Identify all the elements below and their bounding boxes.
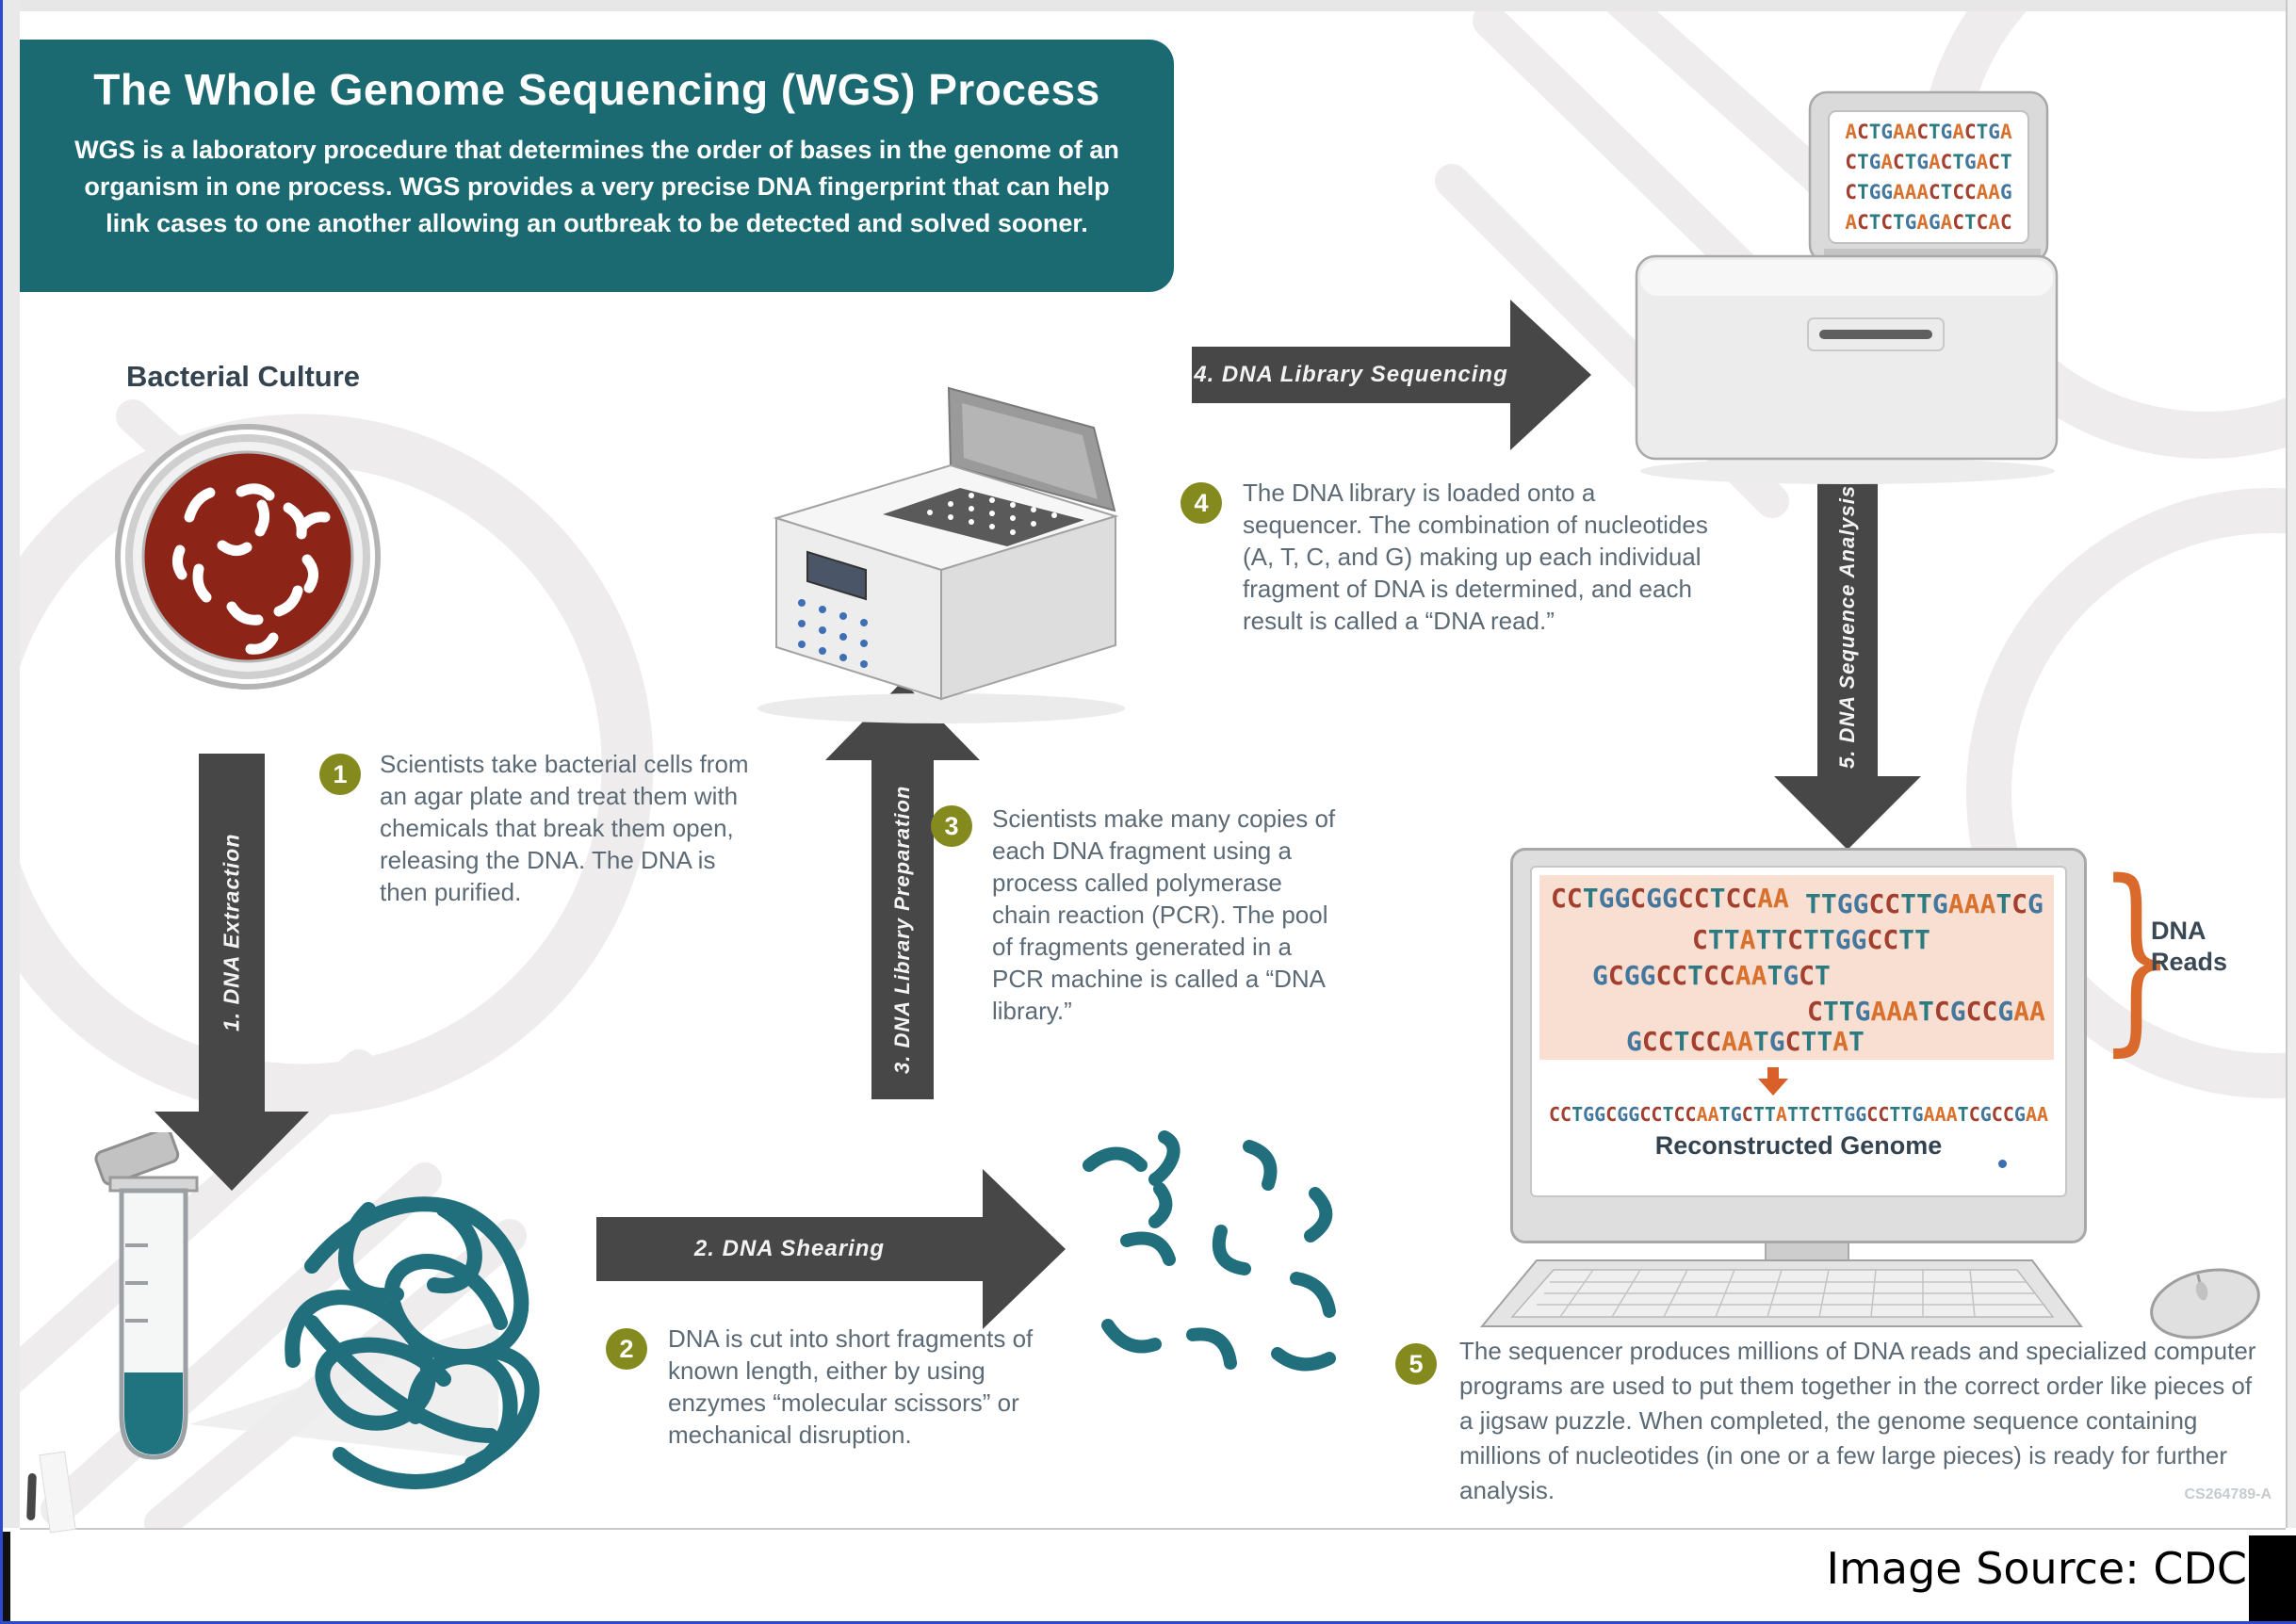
dna-reads-label: DNA Reads	[2151, 917, 2228, 976]
dna-read: CTTGAAATCGCCGAA	[1807, 996, 2045, 1027]
dna-read: GCCTCCAATGCTTAT	[1626, 1026, 1864, 1057]
monitor: CCTGGCGGCCTCCAA TTGGCCTTGAAATCG CTTATTCT…	[1510, 848, 2087, 1243]
arrow-5-label: 5. DNA Sequence Analysis	[1835, 484, 1859, 769]
step-1-text: Scientists take bacterial cells from an …	[380, 750, 749, 906]
dna-tangle-icon	[285, 1196, 540, 1489]
step-5-badge: 5	[1395, 1343, 1437, 1385]
keyboard-icon	[1479, 1259, 2083, 1327]
dna-reads-box: CCTGGCGGCCTCCAA TTGGCCTTGAAATCG CTTATTCT…	[1539, 875, 2054, 1060]
dna-read: CCTGGCGGCCTCCAA	[1551, 883, 1789, 914]
reconstructed-sequence: CCTGGCGGCCTCCAATGCTTATTCTTGGCCTTGAAATCGC…	[1548, 1103, 2049, 1126]
petri-dish-icon	[115, 424, 381, 690]
sequencer-icon	[1635, 90, 2059, 484]
monitor-screen: CCTGGCGGCCTCCAA TTGGCCTTGAAATCG CTTATTCT…	[1530, 866, 2067, 1197]
right-margin	[2286, 0, 2296, 1528]
monitor-power-led	[1998, 1160, 2007, 1168]
arrow-2-label: 2. DNA Shearing	[693, 1236, 886, 1261]
arrow-3-label: 3. DNA Library Preparation	[890, 785, 914, 1075]
arrow-4-head	[1510, 300, 1591, 450]
arrow-4-shaft	[1192, 347, 1510, 403]
black-corner-block	[2249, 1535, 2296, 1624]
stray-mark	[26, 1472, 37, 1521]
arrow-4-label: 4. DNA Library Sequencing	[1194, 362, 1508, 387]
step-2-badge: 2	[606, 1328, 647, 1370]
sequencer-screen-line: CTGACTGACTGACT	[1845, 151, 2012, 173]
arrow-1-shaft	[199, 754, 265, 1112]
document-code: CS264789-A	[2184, 1486, 2272, 1502]
sequencer-screen: ACTGAACTGACTGA CTGACTGACTGACT CTGGAAACTC…	[1829, 111, 2028, 243]
step-5-text: The sequencer produces millions of DNA r…	[1459, 1337, 2256, 1504]
header: The Whole Genome Sequencing (WGS) Proces…	[20, 40, 1174, 292]
arrow-2-shaft	[596, 1217, 983, 1281]
black-left-block	[3, 1532, 10, 1624]
step-3-badge: 3	[931, 805, 972, 847]
dna-fragments-icon	[1083, 1130, 1336, 1372]
bottom-border	[3, 1621, 2296, 1624]
reconstructed-genome-label: Reconstructed Genome	[1654, 1131, 1943, 1160]
left-margin	[3, 0, 20, 1528]
assembly-arrow-head	[1758, 1079, 1788, 1096]
arrow-2-head	[983, 1169, 1066, 1329]
bacterial-culture-label: Bacterial Culture	[125, 360, 361, 393]
sequencer-screen-line: ACTGAACTGACTGA	[1845, 121, 2012, 143]
arrow-1-label: 1. DNA Extraction	[219, 833, 244, 1032]
image-source-note: Image Source: CDC	[1826, 1543, 2247, 1594]
sequencer-screen-line: CTGGAAACTCCAAG	[1845, 181, 2012, 203]
step-2-text: DNA is cut into short fragments of known…	[668, 1324, 1034, 1449]
infographic-page: The Whole Genome Sequencing (WGS) Proces…	[20, 11, 2286, 1534]
top-margin	[3, 0, 2296, 11]
page-title: The Whole Genome Sequencing (WGS) Proces…	[93, 65, 1100, 114]
step-4-badge: 4	[1181, 482, 1222, 524]
arrow-3-shaft	[871, 760, 934, 1099]
dna-read: TTGGCCTTGAAATCG	[1805, 888, 2044, 919]
pcr-machine-icon	[757, 386, 1125, 723]
dna-reads-brace: }	[2098, 837, 2176, 1074]
page-subtitle: WGS is a laboratory procedure that deter…	[74, 136, 1119, 237]
mouse-icon	[2150, 1268, 2260, 1340]
step-4-text: The DNA library is loaded onto a sequenc…	[1243, 479, 1708, 635]
assembly-arrow-icon	[1767, 1067, 1779, 1079]
dna-read: CTTATTCTTGGCCTT	[1692, 924, 1930, 955]
arrow-5-shaft	[1817, 471, 1878, 782]
arrow-5-head	[1774, 776, 1921, 850]
dna-read: GCGGCCTCCAATGCT	[1592, 960, 1831, 991]
step-3-text: Scientists make many copies of each DNA …	[992, 804, 1336, 1025]
step-1-badge: 1	[319, 754, 361, 795]
sequencer-screen-line: ACTCTGAGACTCAC	[1845, 211, 2012, 234]
